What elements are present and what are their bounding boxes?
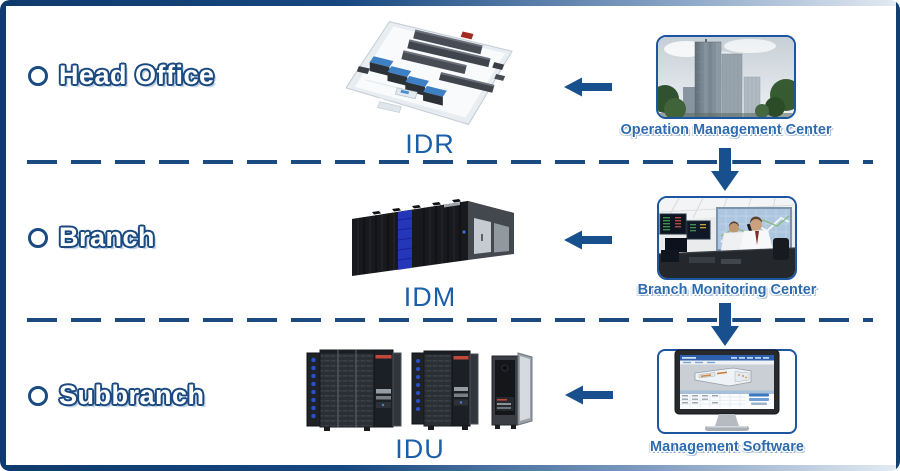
idu-rack-cabinets-illustration bbox=[306, 349, 533, 431]
frame-top-border bbox=[0, 0, 900, 6]
section-subbranch: Subbranch bbox=[28, 380, 205, 411]
management-software-box bbox=[657, 349, 797, 434]
equipment-label-idm: IDM bbox=[403, 282, 457, 312]
idr-data-room-illustration bbox=[346, 21, 513, 125]
center-label-branch-monitoring: Branch Monitoring Center bbox=[637, 282, 817, 298]
office-towers-image bbox=[658, 37, 794, 117]
down-arrow-icon bbox=[710, 302, 740, 348]
left-arrow-icon bbox=[565, 385, 613, 405]
operation-management-center-photo bbox=[656, 35, 796, 119]
section-divider bbox=[27, 318, 873, 322]
center-label-operation-management: Operation Management Center bbox=[620, 122, 832, 138]
center-label-management-software: Management Software bbox=[650, 439, 804, 455]
section-label-text: Head Office bbox=[59, 60, 215, 90]
idm-modular-datacenter-illustration bbox=[352, 199, 514, 276]
circle-bullet-icon bbox=[28, 227, 48, 248]
equipment-label-idu: IDU bbox=[395, 434, 445, 464]
section-label-text: Subbranch bbox=[59, 380, 205, 410]
equipment-label-idr: IDR bbox=[405, 129, 455, 159]
branch-monitoring-center-photo bbox=[657, 196, 797, 280]
section-branch: Branch bbox=[28, 222, 155, 253]
frame-left-border bbox=[0, 0, 6, 471]
section-divider bbox=[27, 160, 873, 164]
section-head-office: Head Office bbox=[28, 60, 215, 91]
circle-bullet-icon bbox=[28, 385, 48, 406]
circle-bullet-icon bbox=[28, 65, 48, 86]
down-arrow-icon bbox=[710, 147, 740, 193]
frame-bottom-border bbox=[0, 465, 900, 471]
left-arrow-icon bbox=[564, 230, 612, 250]
frame-right-border bbox=[896, 0, 900, 471]
section-label-text: Branch bbox=[59, 222, 156, 252]
monitor-with-software-image bbox=[674, 349, 780, 431]
control-room-image bbox=[659, 198, 795, 278]
left-arrow-icon bbox=[564, 77, 612, 97]
